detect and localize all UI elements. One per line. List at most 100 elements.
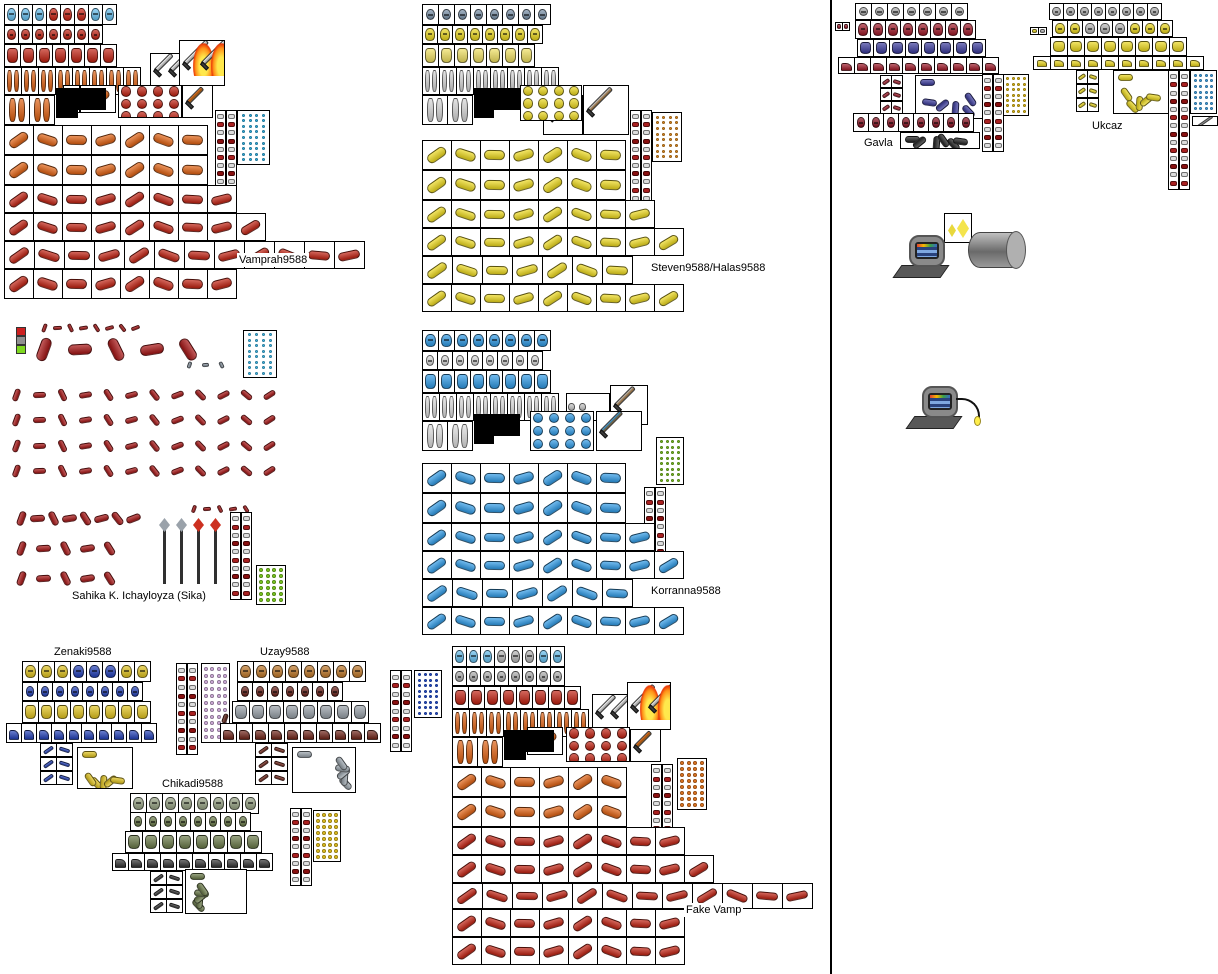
- sprite-cell: [422, 4, 439, 25]
- piece-glyph: [995, 86, 1002, 92]
- head-eyes: [925, 10, 930, 13]
- sprite-cell: [237, 661, 254, 682]
- loose-limb: [93, 513, 110, 524]
- dot: [204, 735, 209, 740]
- dot: [665, 440, 669, 444]
- sprite-cell: [452, 667, 467, 686]
- round-piece: [569, 110, 580, 120]
- dot: [680, 773, 685, 777]
- mask-eyes: [27, 670, 34, 673]
- sprite-cell: [451, 607, 481, 635]
- sprite-cell: [902, 57, 919, 74]
- piece-glyph: [657, 541, 664, 547]
- dot: [316, 813, 320, 817]
- black-region: [474, 110, 494, 118]
- head-part: [954, 6, 965, 17]
- sprite-cell: [509, 140, 539, 170]
- sprite-cell: [655, 855, 685, 883]
- arm-part: [308, 249, 331, 261]
- dot: [248, 371, 251, 375]
- arm-part: [892, 91, 902, 98]
- loose-limb: [193, 439, 208, 453]
- arm-part: [455, 771, 479, 792]
- dot: [435, 678, 439, 682]
- dot: [204, 728, 209, 733]
- torso-part: [286, 705, 298, 719]
- sprite-cell: [1118, 37, 1136, 56]
- loose-limb: [79, 543, 96, 554]
- dot: [417, 700, 421, 704]
- sprite-cell: [439, 393, 457, 421]
- mask-part: [538, 649, 549, 664]
- sprite-cell: [568, 767, 598, 797]
- piece-glyph: [664, 801, 671, 807]
- piece-glyph: [995, 134, 1002, 140]
- piece-glyph: [217, 114, 224, 120]
- piece-glyph: [303, 836, 310, 842]
- head-part: [455, 355, 465, 366]
- arm-part: [182, 134, 204, 146]
- arm-part: [541, 175, 565, 195]
- loose-limb: [59, 570, 72, 587]
- sprite-cell: [447, 95, 473, 125]
- sprite-cell: [625, 200, 655, 228]
- sprite-cell: [502, 44, 519, 67]
- sprite-cell: [452, 797, 482, 827]
- piece-glyph: [228, 114, 235, 120]
- mask-part: [73, 664, 84, 679]
- dot: [1210, 79, 1214, 83]
- head-part: [457, 8, 468, 21]
- sprite-cell: [518, 44, 535, 67]
- dot: [262, 338, 265, 342]
- round-piece: [567, 403, 576, 411]
- sprite-cell: [82, 682, 98, 701]
- piece-glyph: [392, 742, 399, 748]
- sprite-cell: [950, 57, 967, 74]
- mask-eyes: [427, 339, 434, 342]
- sprite-cell: [36, 723, 52, 743]
- piece-glyph: [392, 700, 399, 705]
- mask-part: [41, 664, 52, 679]
- sprite-cell: [632, 883, 663, 909]
- dot: [668, 115, 672, 119]
- mask-part: [887, 23, 899, 36]
- dot: [665, 467, 669, 471]
- round-piece: [538, 86, 549, 97]
- piece-glyph: [995, 118, 1002, 124]
- sprite-cell: [451, 228, 481, 256]
- mask-part: [304, 664, 315, 679]
- sprite-cell: [509, 551, 539, 579]
- arm-part: [628, 235, 652, 249]
- sprite-cell: [497, 25, 513, 44]
- mask-part: [34, 7, 45, 22]
- sprite-cell: [596, 228, 626, 256]
- head-part: [100, 686, 110, 697]
- sprite-cell: [205, 812, 221, 831]
- piece-glyph: [232, 524, 239, 530]
- head-eyes: [150, 820, 155, 823]
- piece-glyph: [189, 684, 196, 690]
- black-region: [56, 110, 78, 118]
- arm-part: [94, 162, 118, 178]
- loose-limb: [239, 439, 254, 453]
- sprite-cell: [919, 3, 936, 20]
- feet-part: [131, 859, 142, 868]
- round-piece: [580, 425, 592, 437]
- arm-part: [257, 745, 270, 755]
- torso-part: [235, 705, 247, 719]
- head-part: [497, 671, 506, 682]
- mask-eyes: [890, 28, 896, 31]
- mask-eyes: [502, 33, 508, 36]
- dot: [204, 694, 209, 699]
- dot: [328, 825, 332, 829]
- arm-part: [210, 276, 234, 292]
- sprite-cell: [327, 682, 343, 701]
- crystal-small: [948, 224, 956, 237]
- sprite-cell: [567, 607, 597, 635]
- dot: [435, 706, 439, 710]
- mask-eyes: [427, 33, 433, 36]
- arm-part: [425, 611, 449, 631]
- mask-eyes: [443, 339, 450, 342]
- arm-part: [658, 862, 682, 876]
- feet-part: [921, 62, 932, 71]
